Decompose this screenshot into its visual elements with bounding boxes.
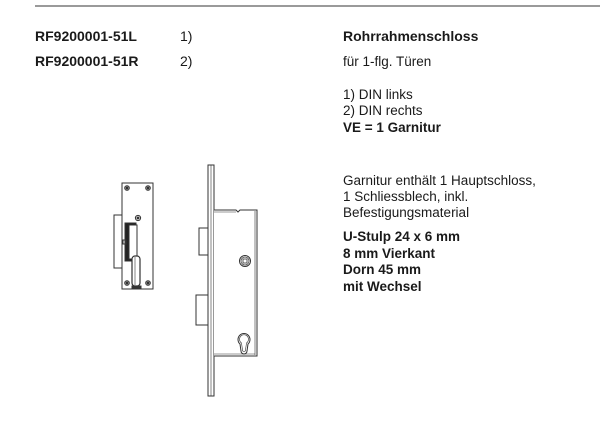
contents-line-2: 1 Schliessblech, inkl. <box>343 189 469 204</box>
contents-line-1: Garnitur enthält 1 Hauptschloss, <box>343 173 536 188</box>
deadbolt <box>195 294 209 326</box>
contents-line-3: Befestigungsmaterial <box>343 205 470 220</box>
article-number-right: RF9200001-51R <box>35 53 139 69</box>
product-title: Rohrrahmenschloss <box>343 28 479 44</box>
latch-bolt <box>198 227 209 256</box>
footnote-din-right: 2) DIN rechts <box>343 103 423 118</box>
spec-changeover: mit Wechsel <box>343 279 422 294</box>
top-divider <box>35 5 600 7</box>
footnote-din-left: 1) DIN links <box>343 87 413 102</box>
square-spindle-icon <box>242 258 248 264</box>
lock-body <box>214 209 258 357</box>
mortise-lock-drawing <box>195 164 258 397</box>
article-note-left: 1) <box>180 28 193 44</box>
packaging-unit: VE = 1 Garnitur <box>343 120 441 135</box>
spec-spindle: 8 mm Vierkant <box>343 246 436 261</box>
article-number-left: RF9200001-51L <box>35 28 137 44</box>
spec-backset: Dorn 45 mm <box>343 262 422 277</box>
strike-plate-lower-bolt-hole <box>131 255 141 287</box>
article-note-right: 2) <box>180 53 193 69</box>
product-subtitle: für 1-flg. Türen <box>343 54 432 69</box>
spec-faceplate: U-Stulp 24 x 6 mm <box>343 229 461 244</box>
